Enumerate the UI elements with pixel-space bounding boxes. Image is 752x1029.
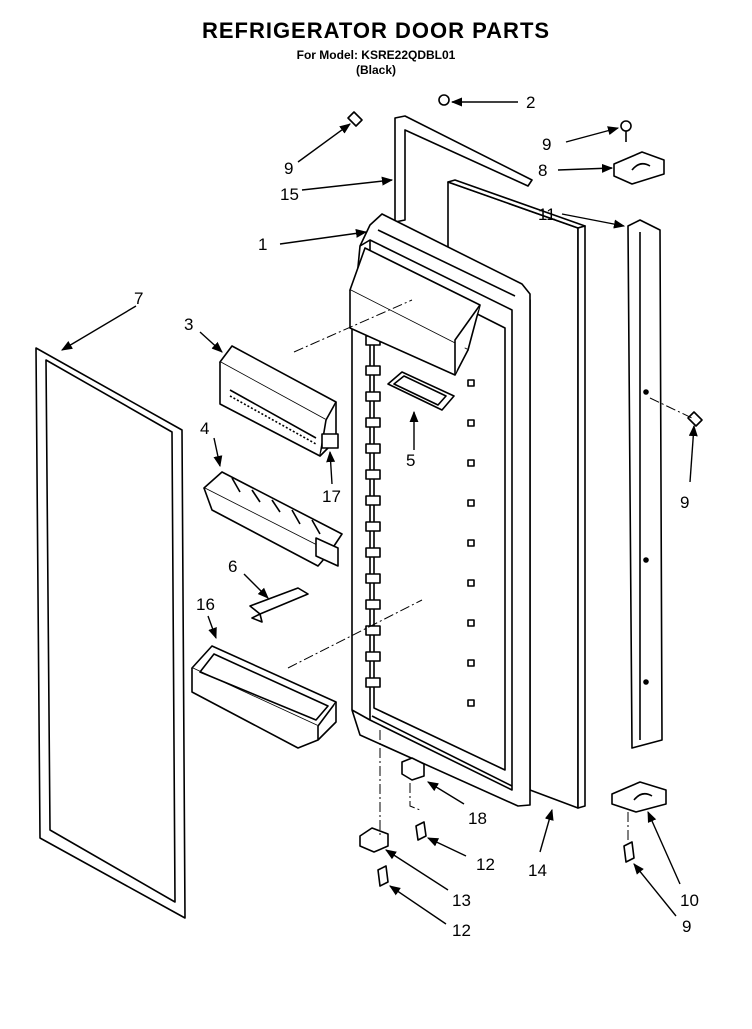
- callout-8: 8: [538, 161, 547, 180]
- bottom-clip-part: [401, 757, 425, 781]
- hinge-trim-strip-part: [627, 219, 663, 749]
- callout-17: 17: [322, 487, 341, 506]
- can-rack-part: [203, 471, 343, 567]
- callout-3: 3: [184, 315, 193, 334]
- screw-12-upper: [415, 821, 427, 841]
- callout-9: 9: [682, 917, 691, 936]
- callout-6: 6: [228, 557, 237, 576]
- assembly-lines: [287, 299, 693, 842]
- screw-9-bottom: [623, 841, 635, 863]
- stop-bracket-part: [359, 827, 389, 853]
- dispenser-cover-part: [219, 345, 337, 457]
- callout-16: 16: [196, 595, 215, 614]
- callout-10: 10: [680, 891, 699, 910]
- small-cup-part: [387, 371, 455, 411]
- door-gasket-part: [35, 347, 186, 919]
- callout-12: 12: [452, 921, 471, 940]
- callout-9: 9: [284, 159, 293, 178]
- callout-18: 18: [468, 809, 487, 828]
- callout-1: 1: [258, 235, 267, 254]
- callout-2: 2: [526, 93, 535, 112]
- callout-9: 9: [680, 493, 689, 512]
- callout-14: 14: [528, 861, 547, 880]
- door-bin-part: [191, 645, 337, 749]
- leader-arrows: [61, 97, 698, 925]
- callout-4: 4: [200, 419, 209, 438]
- callout-5: 5: [406, 451, 415, 470]
- callout-11: 11: [538, 205, 556, 224]
- callout-7: 7: [134, 289, 143, 308]
- callout-labels: 2 9 15 9 8 11 1 7 3 5 4 17 9 6 16 18 12 …: [134, 93, 699, 940]
- model-line: For Model: KSRE22QDBL01: [296, 48, 456, 62]
- screw-9-top-right: [620, 120, 632, 142]
- page-title: REFRIGERATOR DOOR PARTS: [201, 18, 551, 43]
- screw-2: [438, 94, 450, 106]
- shelf-clips-row: [365, 335, 475, 707]
- small-clip-part: [321, 433, 339, 449]
- screw-9-top-left: [347, 111, 363, 127]
- dispenser-housing-part: [349, 247, 481, 376]
- callout-13: 13: [452, 891, 471, 910]
- screw-9-trim: [687, 411, 703, 427]
- small-bracket-part: [249, 587, 309, 623]
- callout-9: 9: [542, 135, 551, 154]
- callout-15: 15: [280, 185, 299, 204]
- color-line: (Black): [355, 63, 396, 77]
- outer-door-panel-part: [447, 179, 586, 809]
- screw-12-lower: [377, 865, 389, 887]
- callout-12: 12: [476, 855, 495, 874]
- top-hinge-part: [613, 151, 665, 185]
- bottom-hinge-part: [611, 781, 667, 813]
